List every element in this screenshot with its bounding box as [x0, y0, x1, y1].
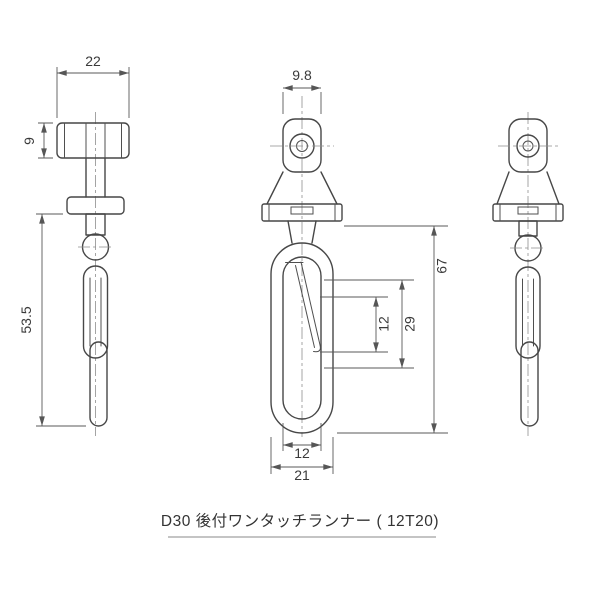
left-swivel-housing: [85, 213, 106, 236]
front-head: [282, 118, 322, 173]
dimension-hook-outer-width-21: 21: [270, 437, 334, 483]
dim-67-extension-lines: [337, 225, 448, 434]
view-side-left: [56, 112, 130, 436]
dimension-roller-height-9: 9: [21, 122, 53, 159]
dim-12v-value: 12: [376, 316, 392, 332]
dim-9-8-extension-lines: [282, 92, 322, 114]
view-side-right: [492, 112, 564, 436]
left-link-body: [82, 265, 109, 359]
right-head-hole-outer: [516, 134, 540, 158]
front-hook-outer: [270, 242, 334, 434]
view-front: [261, 96, 343, 437]
front-body-trapezoid: [266, 171, 338, 205]
dim-53-5-extension-lines: [36, 213, 86, 427]
left-link-detail-lines: [89, 277, 102, 347]
dim-29-extension-lines: [324, 279, 414, 369]
dimension-hook-inner-width-12: 12: [282, 423, 322, 461]
right-swivel-housing: [518, 220, 538, 237]
front-snap-gate: [295, 261, 321, 353]
drawing-caption: D30 後付ワンタッチランナー ( 12T20): [161, 512, 439, 530]
left-roller-detail-lines: [64, 122, 122, 159]
left-roller-assembly: [56, 122, 130, 159]
dim-21-value: 21: [294, 467, 310, 483]
dim-9-value: 9: [21, 137, 37, 145]
dim-22-value: 22: [85, 53, 101, 69]
dim-67-value: 67: [434, 258, 450, 274]
front-plate-slot: [290, 206, 314, 215]
right-body-trapezoid: [496, 171, 560, 205]
right-link-detail-lines: [522, 278, 534, 347]
right-hook-body: [520, 341, 539, 427]
caption-group: D30 後付ワンタッチランナー ( 12T20): [161, 512, 439, 538]
dimension-overall-height-67: 67: [337, 225, 450, 434]
dim-22-extension-lines: [56, 67, 130, 118]
dim-9-extension-lines: [38, 122, 53, 159]
dim-29-value: 29: [402, 316, 418, 332]
dim-9-8-value: 9.8: [292, 67, 312, 83]
front-flange-plate: [261, 203, 343, 222]
front-swivel-neck: [287, 220, 317, 244]
right-head: [508, 118, 548, 173]
dim-53-5-value: 53.5: [18, 306, 34, 333]
left-neck: [85, 157, 106, 198]
dim-12h-value: 12: [294, 445, 310, 461]
dimension-gate-opening-12: 12: [320, 296, 392, 353]
dimension-hanging-height-53-5: 53.5: [18, 213, 86, 427]
front-plate-edge-lines: [268, 203, 336, 222]
dimension-hook-inner-height-29: 29: [324, 279, 418, 369]
right-link-body: [515, 266, 541, 359]
right-plate-slot: [517, 206, 539, 215]
right-plate-edge-lines: [499, 203, 557, 222]
dimension-overall-width-22: 22: [56, 53, 130, 118]
dimension-head-width-9-8: 9.8: [282, 67, 322, 114]
left-hook-body: [89, 341, 108, 427]
front-hook-inner: [282, 256, 322, 420]
